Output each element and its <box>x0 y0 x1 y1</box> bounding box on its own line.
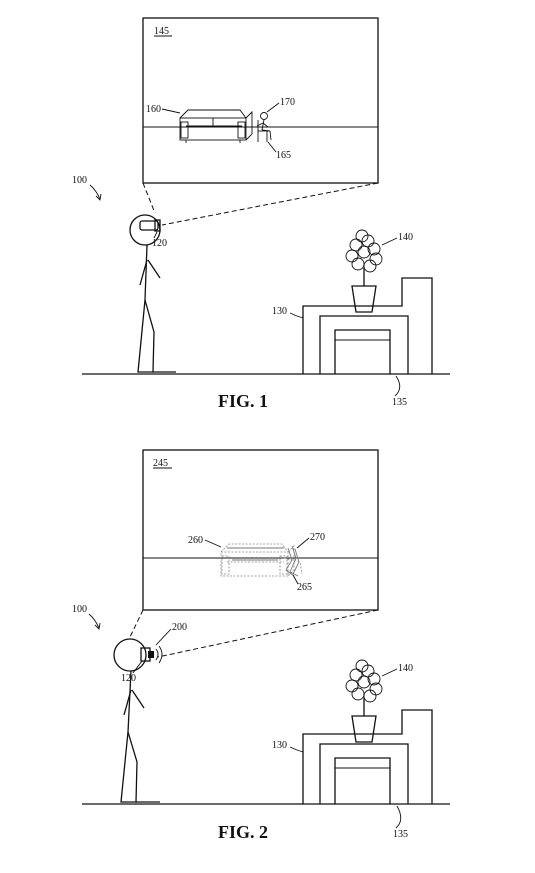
label-table-130: 130 <box>272 740 287 751</box>
leader-135 <box>394 375 401 397</box>
chair <box>257 120 268 142</box>
leader-135 <box>395 805 402 829</box>
user <box>129 214 176 373</box>
leader-160 <box>161 108 181 114</box>
leader-130 <box>289 746 304 753</box>
hmd <box>139 220 159 231</box>
virtual-person <box>256 112 272 141</box>
leader-100-arrow <box>94 622 101 630</box>
sensor-wave-2 <box>158 645 163 664</box>
label-chair-265: 265 <box>297 582 312 593</box>
virtual-person-degraded <box>283 545 303 577</box>
leader-140 <box>381 237 398 246</box>
figure-1: 145 160 <box>72 17 450 411</box>
projection-line-left <box>129 609 144 638</box>
label-sofa-260: 260 <box>188 535 203 546</box>
figure-caption: FIG. 1 <box>218 391 268 411</box>
projection-line-left <box>142 182 156 214</box>
virtual-sofa <box>179 109 253 143</box>
virtual-sofa-degraded <box>220 543 295 577</box>
hmd-lens <box>154 219 161 232</box>
label-display-145: 145 <box>154 26 169 37</box>
figure-caption: FIG. 2 <box>218 822 268 842</box>
leader-100 <box>89 184 101 200</box>
label-person-270: 270 <box>310 532 325 543</box>
leader-170 <box>266 102 280 113</box>
leader-265 <box>292 574 299 585</box>
projection-line-right <box>161 182 379 226</box>
leader-100 <box>88 613 100 629</box>
label-display-245: 245 <box>153 458 168 469</box>
label-hmd-120: 120 <box>121 673 136 684</box>
label-table-130: 130 <box>272 306 287 317</box>
label-plant-140: 140 <box>398 232 413 243</box>
leader-200 <box>155 628 172 646</box>
label-system-100: 100 <box>72 604 87 615</box>
sensor-icon <box>148 651 154 658</box>
display-panel: 245 <box>142 449 379 611</box>
label-sofa-160: 160 <box>146 104 161 115</box>
label-floor-135: 135 <box>392 397 407 408</box>
plant <box>345 659 383 743</box>
label-hmd-120: 120 <box>152 238 167 249</box>
leader-100-arrow <box>95 193 102 201</box>
display-panel: 145 <box>142 17 379 184</box>
leader-120 <box>132 660 143 674</box>
user <box>113 638 163 803</box>
label-system-100: 100 <box>72 175 87 186</box>
plant <box>345 229 383 313</box>
figure-2: 245 260 270 265 100 <box>72 449 450 842</box>
leader-270 <box>296 537 310 549</box>
leader-260 <box>204 539 222 548</box>
leader-130 <box>289 312 304 319</box>
projection-line-right <box>157 609 379 658</box>
table <box>302 709 433 804</box>
table <box>302 277 433 374</box>
label-person-170: 170 <box>280 97 295 108</box>
leader-120 <box>153 231 158 239</box>
leader-165 <box>267 141 277 153</box>
label-chair-165: 165 <box>276 150 291 161</box>
label-floor-135: 135 <box>393 829 408 840</box>
sensor-wave-1 <box>155 648 159 661</box>
leader-140 <box>381 668 398 677</box>
label-sensor-200: 200 <box>172 622 187 633</box>
label-plant-140: 140 <box>398 663 413 674</box>
